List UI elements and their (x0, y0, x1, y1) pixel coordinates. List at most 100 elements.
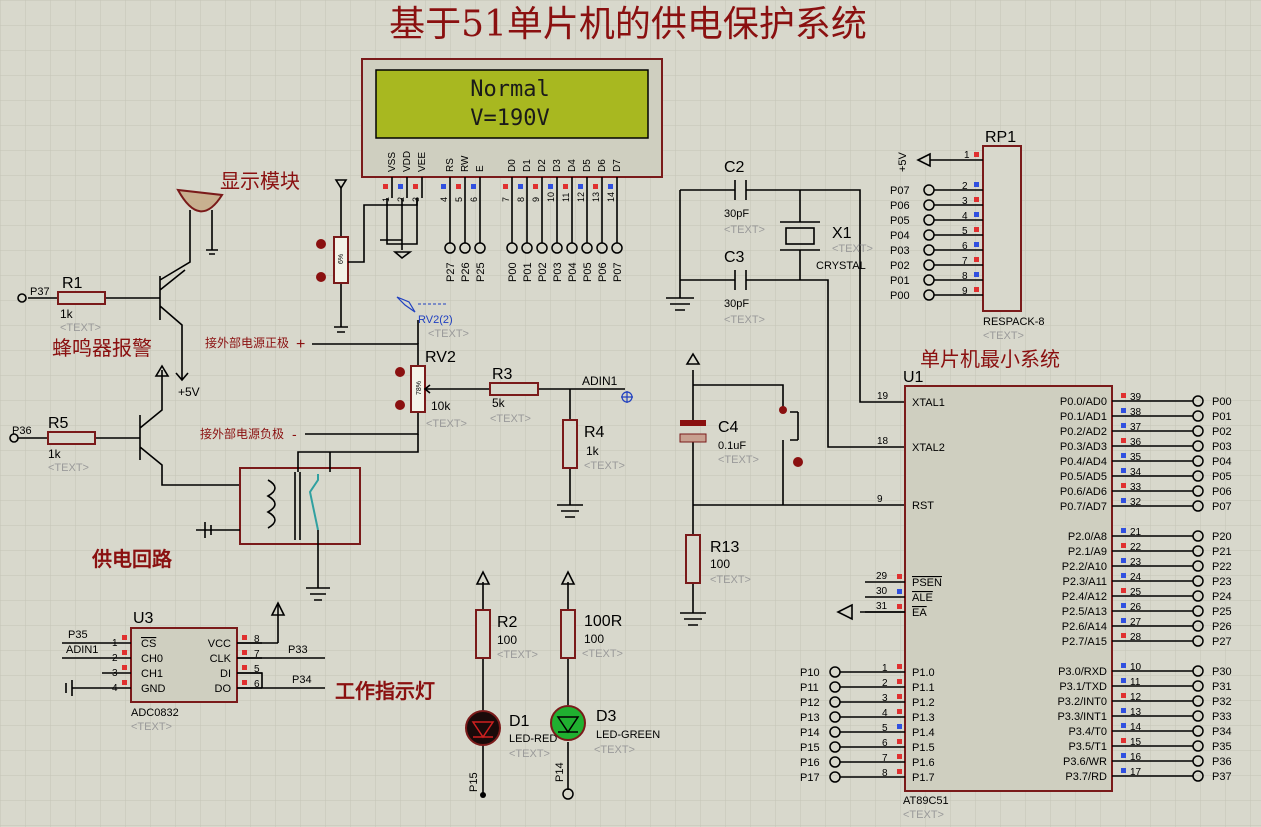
lcd-port-terminal[interactable] (611, 242, 623, 254)
u1-terminal-p36[interactable] (1192, 755, 1204, 767)
u1-terminal-p30[interactable] (1192, 665, 1204, 677)
rp1-terminal[interactable] (923, 184, 935, 196)
u1-net-p05: P05 (1212, 471, 1232, 483)
u1-pin-psen: PSEN (912, 577, 942, 589)
u1-net-p07: P07 (1212, 501, 1232, 513)
u1-terminal-p15[interactable] (829, 741, 841, 753)
u1-terminal-p20[interactable] (1192, 530, 1204, 542)
lcd-pin-num: 10 (546, 192, 556, 202)
u3-pin-num: 1 (112, 638, 118, 649)
u1-terminal-p26[interactable] (1192, 620, 1204, 632)
u1-pin-num: 1 (882, 663, 888, 674)
u1-pin-label: P2.3/A11 (1063, 576, 1107, 588)
u1-terminal-p13[interactable] (829, 711, 841, 723)
u1-val: AT89C51 (903, 795, 949, 807)
u1-terminal-p35[interactable] (1192, 740, 1204, 752)
u1-terminal-p03[interactable] (1192, 440, 1204, 452)
u1-pin-label: P3.5/T1 (1068, 741, 1107, 753)
u1-pin-label: P3.6/WR (1063, 756, 1107, 768)
u1-terminal-p11[interactable] (829, 681, 841, 693)
u1-pin-num: 7 (882, 753, 888, 764)
u1-terminal-p10[interactable] (829, 666, 841, 678)
r5-ref: R5 (48, 415, 69, 432)
u1-terminal-p32[interactable] (1192, 695, 1204, 707)
u1-terminal-p24[interactable] (1192, 590, 1204, 602)
u1-pin-num: 14 (1130, 722, 1142, 733)
rp1-pin-num: 8 (962, 271, 968, 282)
u1-terminal-p33[interactable] (1192, 710, 1204, 722)
u1-terminal-p17[interactable] (829, 771, 841, 783)
u1-terminal-p06[interactable] (1192, 485, 1204, 497)
rv2-percent: 78% (416, 381, 423, 395)
u1-net-p27: P27 (1212, 636, 1232, 648)
r4-ref: R4 (584, 424, 605, 441)
u1-terminal-p07[interactable] (1192, 500, 1204, 512)
u1-terminal-p22[interactable] (1192, 560, 1204, 572)
u1-terminal-p00[interactable] (1192, 395, 1204, 407)
rp1-terminal[interactable] (923, 229, 935, 241)
u1-pin-num: 38 (1130, 407, 1142, 418)
u1-terminal-p14[interactable] (829, 726, 841, 738)
lcd-pin-d4: D4 (567, 159, 578, 172)
lcd-port-terminal[interactable] (551, 242, 563, 254)
u1-net-p02: P02 (1212, 426, 1232, 438)
u1-pin-label: P0.7/AD7 (1060, 501, 1107, 513)
rp1-pin-num: 5 (962, 226, 968, 237)
lcd-port-terminal[interactable] (444, 242, 456, 254)
lcd-port-terminal[interactable] (581, 242, 593, 254)
rp1-terminal[interactable] (923, 244, 935, 256)
rp1-terminal[interactable] (923, 289, 935, 301)
rp1-net-p02: P02 (890, 260, 910, 272)
u1-terminal-p04[interactable] (1192, 455, 1204, 467)
c4-ref: C4 (718, 419, 739, 436)
rp1-terminal[interactable] (923, 259, 935, 271)
lcd-module[interactable]: Normal V=190V VSS1VDD2VEE3RS4RW5E6D07D18… (361, 58, 663, 282)
lcd-port-p03: P03 (552, 262, 564, 282)
rv2-probe-text: <TEXT> (428, 328, 469, 340)
relay[interactable] (196, 458, 361, 601)
rp1-terminal[interactable] (923, 214, 935, 226)
u1-terminal-p27[interactable] (1192, 635, 1204, 647)
u1-terminal-p12[interactable] (829, 696, 841, 708)
buzzer[interactable] (159, 188, 224, 281)
u1-terminal-p02[interactable] (1192, 425, 1204, 437)
u1-terminal-p16[interactable] (829, 756, 841, 768)
lcd-port-terminal[interactable] (474, 242, 486, 254)
u1-terminal-p23[interactable] (1192, 575, 1204, 587)
lcd-port-terminal[interactable] (459, 242, 471, 254)
lcd-port-p06: P06 (597, 262, 609, 282)
ext-positive-sign: + (296, 336, 305, 353)
lcd-pin-num: 8 (516, 197, 526, 202)
rp1-pin-num: 1 (964, 150, 970, 161)
lcd-port-terminal[interactable] (566, 242, 578, 254)
lcd-port-terminal[interactable] (521, 242, 533, 254)
rp1-pin-num: 4 (962, 211, 968, 222)
u1-terminal-p31[interactable] (1192, 680, 1204, 692)
u3-text: <TEXT> (131, 721, 172, 733)
lcd-pin-num: 4 (439, 197, 449, 202)
r1-ref: R1 (62, 275, 83, 292)
r1-text: <TEXT> (60, 322, 101, 334)
u1-net-p15: P15 (800, 742, 820, 754)
rv2-potentiometer[interactable]: 78% (395, 365, 625, 413)
lcd-port-terminal[interactable] (506, 242, 518, 254)
u1-terminal-p05[interactable] (1192, 470, 1204, 482)
q2-transistor[interactable] (139, 364, 240, 486)
lcd-port-terminal[interactable] (536, 242, 548, 254)
rv1-trimmer[interactable]: 6% (316, 179, 418, 333)
u1-terminal-p21[interactable] (1192, 545, 1204, 557)
u3-pin-gnd: GND (141, 683, 166, 695)
u1-pin-num: 17 (1130, 767, 1142, 778)
rp1-terminal[interactable] (923, 199, 935, 211)
u1-terminal-p34[interactable] (1192, 725, 1204, 737)
u1-terminal-p01[interactable] (1192, 410, 1204, 422)
u1-net-p33: P33 (1212, 711, 1232, 723)
u1-terminal-p25[interactable] (1192, 605, 1204, 617)
lcd-port-terminal[interactable] (596, 242, 608, 254)
rp1-terminal[interactable] (923, 274, 935, 286)
u1-terminal-p37[interactable] (1192, 770, 1204, 782)
